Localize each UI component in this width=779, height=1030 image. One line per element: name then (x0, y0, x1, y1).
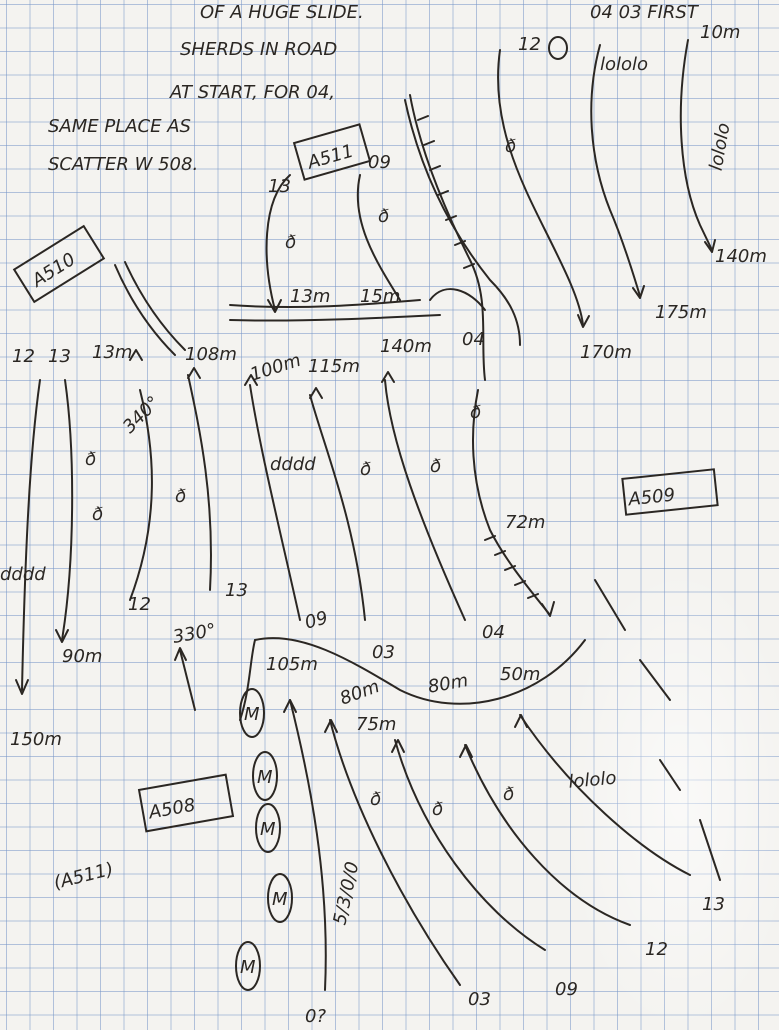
sherd-symbol-11: ð (432, 799, 443, 820)
unit-box-a509: A509 (621, 468, 719, 516)
label-12-top: 12 (518, 34, 541, 55)
label-80m-2: 80m (426, 670, 469, 698)
label-13m-left: 13m (92, 342, 132, 363)
label-lololo-bottom: lololo (568, 768, 618, 793)
sherd-symbol-12: ð (503, 784, 514, 805)
label-13-top: 13 (268, 176, 291, 197)
label-04-left: 04 (462, 329, 485, 350)
label-115m: 115m (308, 356, 360, 377)
label-150m: 150m (10, 729, 62, 750)
sherd-symbol-2: ð (470, 402, 481, 423)
label-10m: 10m (700, 22, 740, 43)
circle-marker-top (548, 36, 568, 60)
label-340: 340° (119, 392, 165, 438)
transect-lines-left (15, 261, 466, 695)
label-0x-side: 0? (305, 1006, 326, 1027)
label-72m: 72m (505, 512, 545, 533)
circle-marker-label-1: M (244, 704, 260, 725)
circle-marker-label-5: M (240, 957, 256, 978)
label-175m: 175m (655, 302, 707, 323)
road-hatched-line (409, 94, 555, 617)
paper-stain (560, 560, 779, 1030)
note-line-5: SCATTER W 508. (48, 154, 198, 175)
sherd-symbol-9: ð (430, 456, 441, 477)
label-140m-right: 140m (715, 246, 767, 267)
label-100m: 100m (248, 350, 304, 386)
label-09-top: 09 (368, 152, 391, 173)
sherd-symbol-3: ð (285, 232, 296, 253)
label-03-bottom: 03 (372, 642, 395, 663)
label-15m-top: 15m (360, 286, 400, 307)
note-line-1-right: 04 03 FIRST (590, 2, 700, 23)
svg-text:A511: A511 (304, 141, 356, 174)
label-04-bottom: 04 (482, 622, 505, 643)
label-12-side: 12 (645, 939, 668, 960)
label-lololo-side: lololo (706, 121, 735, 172)
label-105m: 105m (266, 654, 318, 675)
circled-markers (235, 688, 293, 991)
svg-text:A509: A509 (627, 485, 677, 511)
sherd-symbol-8: ð (360, 459, 371, 480)
label-lololo-top: lololo (600, 54, 648, 75)
sherd-symbol-5: ð (85, 449, 96, 470)
label-170m: 170m (580, 342, 632, 363)
label-03-side: 03 (468, 989, 491, 1010)
label-13-left: 13 (48, 346, 71, 367)
unit-box-a511-top: A511 (292, 123, 372, 181)
label-108m: 108m (185, 344, 237, 365)
label-09-side: 09 (555, 979, 578, 1000)
unit-box-a508: A508 (137, 773, 235, 833)
transect-lines-bottom (174, 579, 721, 991)
label-50m: 50m (500, 664, 540, 685)
label-12-left: 12 (12, 346, 35, 367)
label-75m: 75m (356, 714, 396, 735)
circle-marker-label-3: M (260, 819, 276, 840)
label-5300: 5/3/0/0 (330, 860, 364, 927)
label-140m: 140m (380, 336, 432, 357)
label-90m: 90m (62, 646, 102, 667)
label-13-bottom: 13 (225, 580, 248, 601)
label-13-side: 13 (702, 894, 725, 915)
unit-box-a510: A510 (12, 224, 106, 304)
circle-marker-label-2: M (257, 767, 273, 788)
transect-lines-top-right (404, 39, 716, 346)
sherd-symbol-6: ð (92, 504, 103, 525)
transect-lines-top-middle (229, 174, 486, 322)
note-line-3: AT START, FOR 04, (169, 82, 335, 103)
label-330: 330° (171, 620, 217, 648)
note-line-1: OF A HUGE SLIDE. (200, 2, 364, 23)
label-dddd-mid: dddd (270, 454, 316, 475)
label-80m: 80m (337, 676, 382, 710)
sherd-symbol-10: ð (370, 789, 381, 810)
circle-marker-label-4: M (272, 889, 288, 910)
sherd-symbol-4: ð (378, 206, 389, 227)
label-dddd-left: dddd (0, 564, 46, 585)
label-13m-top: 13m (290, 286, 330, 307)
label-09-bottom: 09 (303, 607, 331, 633)
sherd-symbol-7: ð (175, 486, 186, 507)
label-12-bottom: 12 (128, 594, 151, 615)
note-line-4: SAME PLACE AS (48, 116, 191, 137)
unit-label-a511-bottom: (A511) (52, 859, 116, 894)
sherd-symbol-1: ð (505, 136, 516, 157)
svg-text:A508: A508 (146, 795, 197, 824)
note-line-2: SHERDS IN ROAD (180, 39, 337, 60)
